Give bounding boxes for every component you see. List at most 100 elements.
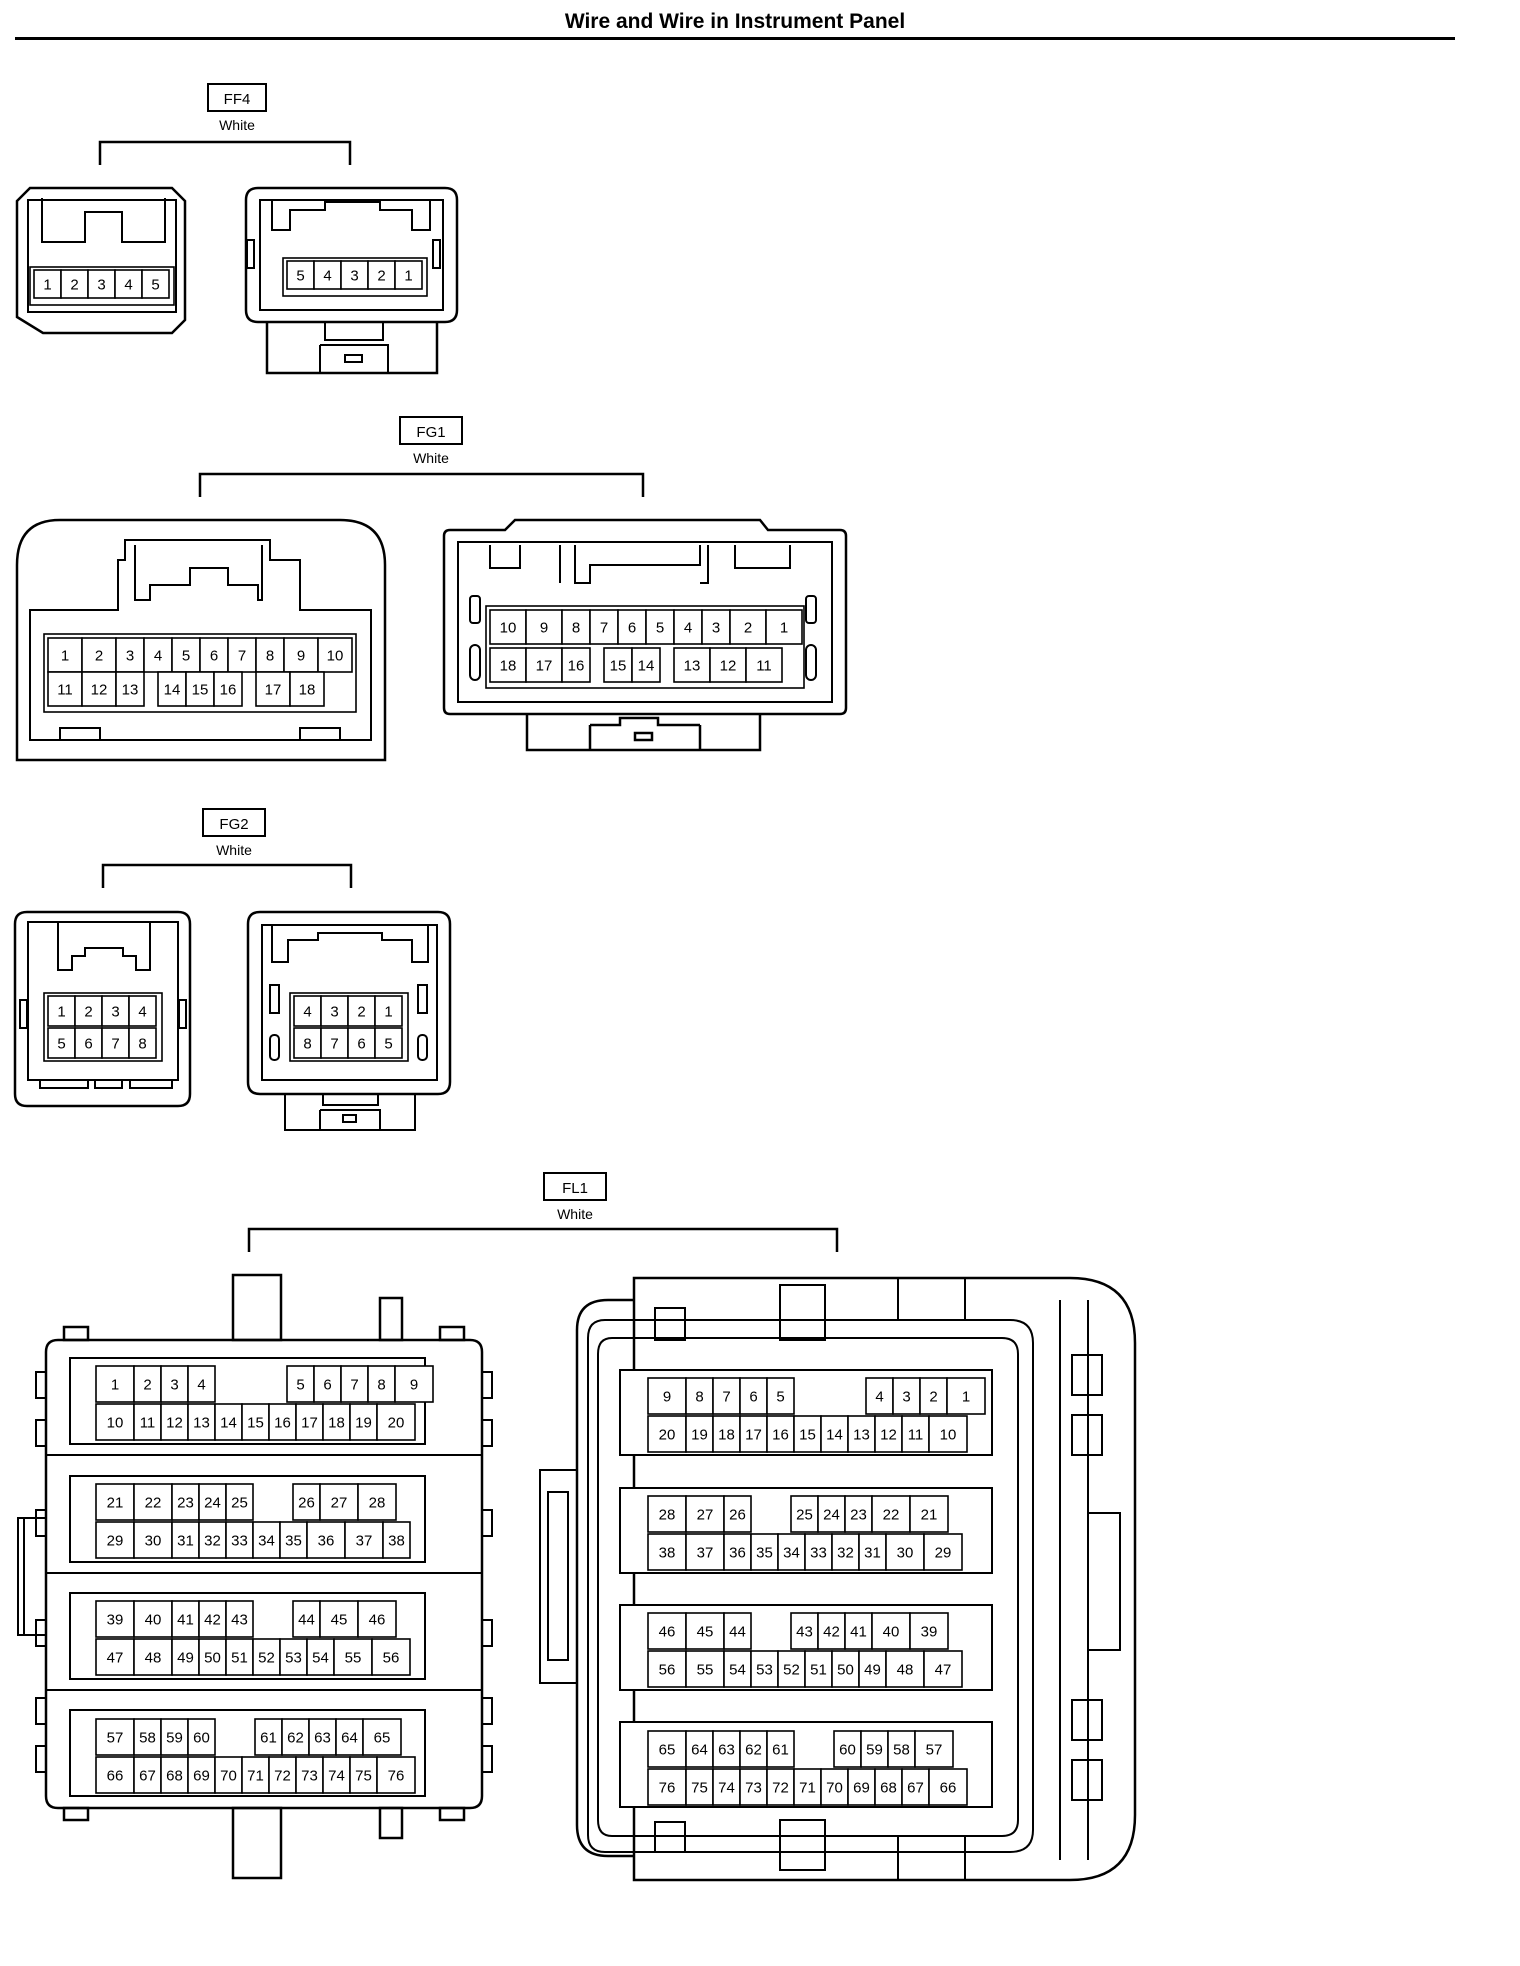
pin-cell [252, 1521, 281, 1559]
connector-code-box [543, 1172, 607, 1201]
pin-cell [739, 1730, 768, 1768]
pin-cell [817, 1495, 846, 1533]
pin-cell [115, 637, 145, 673]
pin-cell [214, 1756, 243, 1794]
pin-cell [712, 1768, 741, 1806]
female-housing [15, 186, 187, 335]
pin-number: 56 [383, 1649, 400, 1666]
pin-number: 27 [697, 1506, 714, 1523]
pin-number: 4 [197, 1376, 205, 1393]
pin-number: 3 [126, 647, 134, 664]
pin-cell [47, 671, 83, 707]
pin-cell [187, 1365, 216, 1403]
pin-cell [279, 1521, 308, 1559]
pin-cell [946, 1377, 986, 1415]
pin-cell [831, 1650, 860, 1688]
pin-number: 60 [193, 1729, 210, 1746]
pin-number: 2 [70, 276, 78, 293]
pin-number: 6 [210, 647, 218, 664]
pin-cell [376, 1403, 416, 1441]
pin-cell [74, 1027, 103, 1059]
connector-color: White [216, 842, 252, 858]
pin-number: 48 [145, 1649, 162, 1666]
pin-number: 18 [328, 1414, 345, 1431]
connector-fg2: FG2 White [13, 808, 452, 1131]
pin-cell [289, 671, 325, 707]
pin-number: 5 [384, 1035, 392, 1052]
pin-number: 50 [204, 1649, 221, 1666]
pin-number: 52 [258, 1649, 275, 1666]
pin-cell [723, 1612, 752, 1650]
pin-number: 40 [883, 1623, 900, 1640]
connector-code: FL1 [562, 1180, 588, 1197]
pin-cell [766, 1377, 795, 1415]
pin-number: 11 [756, 657, 772, 674]
pin-number: 37 [356, 1532, 373, 1549]
pin-number: 61 [772, 1741, 789, 1758]
page-title: Wire and Wire in Instrument Panel [564, 10, 906, 33]
pin-cell [685, 1377, 714, 1415]
pin-number: 3 [712, 619, 720, 636]
pin-number: 52 [783, 1661, 800, 1678]
pin-cell [831, 1533, 860, 1571]
pin-cell [160, 1718, 189, 1756]
pin-number: 28 [659, 1506, 676, 1523]
connector-bracket [101, 863, 353, 888]
pin-number: 30 [145, 1532, 162, 1549]
pin-number: 59 [866, 1741, 883, 1758]
connector-bracket [247, 1227, 839, 1252]
pin-cell [115, 671, 145, 707]
pin-number: 33 [810, 1544, 827, 1561]
pin-number: 11 [140, 1414, 156, 1431]
pin-number: 67 [907, 1779, 924, 1796]
pin-cell [820, 1768, 849, 1806]
pin-number: 25 [796, 1506, 813, 1523]
pin-cell [225, 1521, 254, 1559]
pin-number: 44 [729, 1623, 746, 1640]
pin-number: 5 [182, 647, 190, 664]
pin-number: 24 [823, 1506, 840, 1523]
pin-cell [357, 1600, 397, 1638]
pin-cell [685, 1730, 714, 1768]
pin-number: 63 [314, 1729, 331, 1746]
pin-cell [367, 1365, 396, 1403]
pin-number: 8 [266, 647, 274, 664]
pin-number: 42 [204, 1611, 221, 1628]
pin-cell [844, 1495, 873, 1533]
female-housing [13, 910, 192, 1108]
pin-number: 46 [659, 1623, 676, 1640]
pin-number: 59 [166, 1729, 183, 1746]
pin-number: 14 [220, 1414, 237, 1431]
pin-cell [723, 1495, 752, 1533]
pin-number: 6 [323, 1376, 331, 1393]
male-housing [539, 1276, 1137, 1882]
pin-cell [739, 1377, 768, 1415]
pin-cell [909, 1495, 949, 1533]
pin-number: 73 [745, 1779, 762, 1796]
pin-cell [371, 1638, 411, 1676]
pin-number: 34 [783, 1544, 800, 1561]
pin-cell [255, 671, 291, 707]
pin-cell [766, 1768, 795, 1806]
pin-cell [292, 1483, 321, 1521]
pin-cell [685, 1415, 714, 1453]
pin-cell [241, 1403, 270, 1441]
pin-number: 7 [600, 619, 608, 636]
pin-cell [739, 1768, 768, 1806]
pin-cell [322, 1403, 351, 1441]
pin-cell [317, 637, 353, 673]
pin-cell [292, 1600, 321, 1638]
pin-cell [128, 995, 157, 1027]
pin-cell [923, 1650, 963, 1688]
pin-number: 32 [837, 1544, 854, 1561]
